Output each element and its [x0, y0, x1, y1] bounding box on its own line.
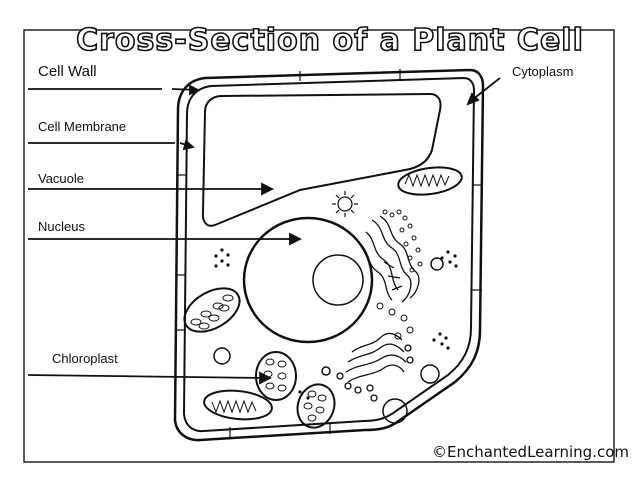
wall-pits	[176, 69, 482, 437]
label-chloroplast: Chloroplast	[52, 351, 118, 366]
label-pointers	[27, 77, 501, 385]
ribosome-dots	[214, 248, 458, 400]
mitochondrion-bottom	[203, 389, 273, 421]
cell-membrane	[182, 76, 476, 433]
ribosomes-cluster	[376, 209, 423, 340]
vacuole	[201, 92, 442, 227]
chloroplast-left	[183, 287, 241, 333]
nucleolus	[312, 254, 364, 306]
label-vacuole: Vacuole	[38, 171, 84, 186]
label-nucleus: Nucleus	[38, 219, 85, 234]
page-border	[23, 29, 615, 463]
copyright-text: ©EnchantedLearning.com	[432, 443, 629, 461]
label-cell-membrane: Cell Membrane	[38, 119, 126, 134]
label-cell-wall: Cell Wall	[38, 63, 97, 80]
centrosome	[332, 191, 358, 217]
label-cytoplasm: Cytoplasm	[512, 64, 573, 79]
golgi-apparatus	[336, 332, 414, 402]
vesicles	[213, 257, 444, 424]
endoplasmic-reticulum	[359, 215, 420, 303]
cell-wall	[173, 68, 485, 442]
mitochondrion-top	[397, 166, 463, 196]
chloroplast-lower	[296, 383, 336, 429]
diagram-title: Cross-Section of a Plant Cell	[76, 23, 584, 58]
nucleus	[242, 216, 374, 344]
